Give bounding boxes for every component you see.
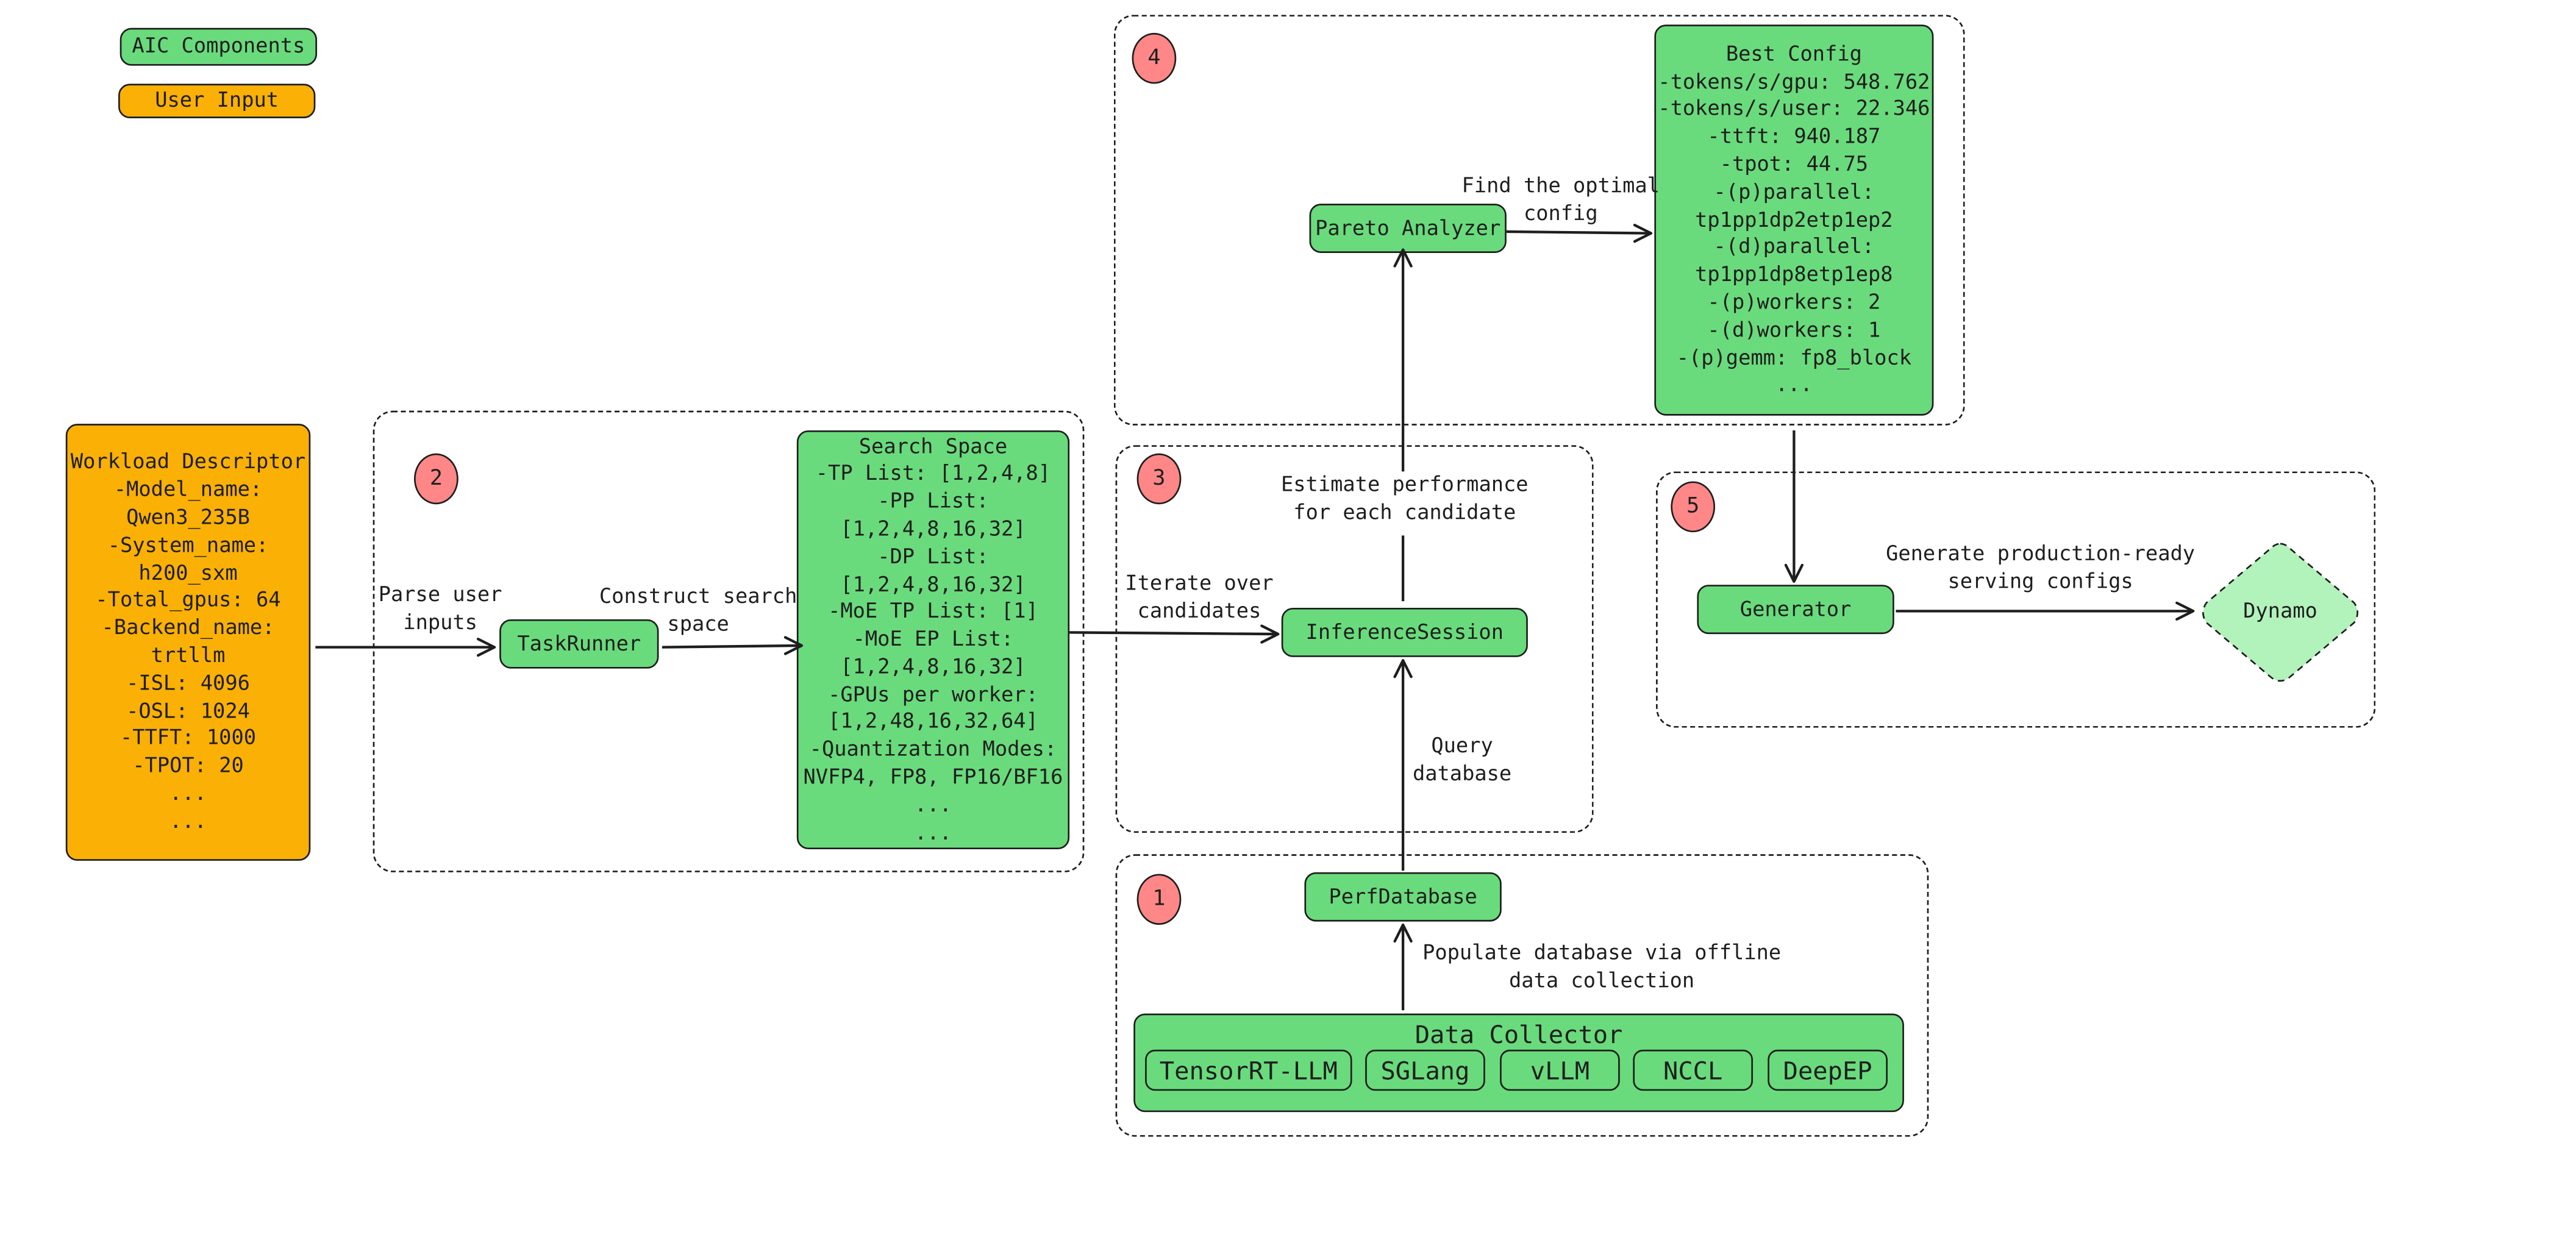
workload-descriptor-line: h200_sxm <box>138 559 238 585</box>
step-badge-3: 3 <box>1136 453 1182 505</box>
pareto-analyzer-node: Pareto Analyzer <box>1309 204 1507 253</box>
best-config-line: -(p)gemm: fp8_block <box>1676 344 1912 369</box>
task-runner-node: TaskRunner <box>499 619 659 669</box>
workload-descriptor-lines: Workload Descriptor-Model_name:Qwen3_235… <box>71 449 305 836</box>
arrow-pareto-analyzer-to-best-config <box>1506 223 1653 243</box>
group-pareto <box>1113 15 1965 426</box>
best-config-line: -(d)workers: 1 <box>1707 316 1881 341</box>
inference-session-node: InferenceSession <box>1281 607 1528 657</box>
dynamo-diamond <box>2202 543 2358 682</box>
best-config-line: -(p)workers: 2 <box>1707 289 1881 314</box>
workload-descriptor-line: -OSL: 1024 <box>126 697 250 722</box>
generator-node: Generator <box>1697 585 1894 635</box>
collector-item-tensorrt-llm: TensorRT-LLM <box>1145 1049 1352 1091</box>
best-config-line: Best Config <box>1725 40 1862 66</box>
search-space-line: -GPUs per worker: <box>828 681 1038 706</box>
best-config-line: -(p)parallel: <box>1713 179 1875 204</box>
collector-item-deepep: DeepEP <box>1768 1049 1888 1091</box>
arrow-data-collector-to-perf-database <box>1393 923 1413 1011</box>
search-space-line: ... <box>915 791 952 816</box>
step-badge-5: 5 <box>1671 481 1716 533</box>
search-space-line: ... <box>915 819 952 844</box>
group-generator <box>1656 471 2376 728</box>
search-space-line: [1,2,4,8,16,32] <box>840 571 1026 596</box>
workload-descriptor-line: -Model_name: <box>113 476 263 502</box>
best-config-line: -tokens/s/user: 22.346 <box>1658 96 1930 121</box>
group-inference <box>1115 445 1594 833</box>
collector-item-vllm: vLLM <box>1500 1049 1620 1091</box>
workload-descriptor-line: -TTFT: 1000 <box>120 725 257 750</box>
data-collector-title: Data Collector <box>1415 1020 1623 1050</box>
workload-descriptor-line: trtllm <box>151 642 226 667</box>
collector-item-sglang: SGLang <box>1365 1049 1485 1091</box>
best-config-line: -tokens/s/gpu: 548.762 <box>1658 68 1930 93</box>
best-config-line: -tpot: 44.75 <box>1719 151 1869 176</box>
collector-item-nccl: NCCL <box>1633 1049 1754 1091</box>
workload-descriptor-line: -Backend_name: <box>101 615 275 640</box>
perf-database-node: PerfDatabase <box>1304 872 1502 922</box>
search-space-line: -PP List: <box>877 488 989 513</box>
best-config-lines: Best Config-tokens/s/gpu: 548.762 -tokens… <box>1658 41 1930 399</box>
workload-descriptor-line: Qwen3_235B <box>126 504 250 529</box>
step-badge-1: 1 <box>1136 874 1182 925</box>
step-badge-4: 4 <box>1132 32 1177 84</box>
workload-descriptor-line: -TPOT: 20 <box>132 752 244 778</box>
search-space-line: -MoE TP List: [1] <box>828 598 1038 624</box>
search-space-line: NVFP4, FP8, FP16/BF16 <box>803 764 1063 789</box>
arrow-best-config-to-generator <box>1784 430 1804 583</box>
workload-descriptor-line: ... <box>169 808 207 833</box>
group-search-space <box>373 410 1085 872</box>
best-config-line: tp1pp1dp2etp1ep2 <box>1695 206 1893 231</box>
arrow-inference-session-to-pareto-analyzer <box>1393 248 1413 602</box>
search-space-lines: Search Space-TP List: [1,2,4,8] -PP List:… <box>804 433 1063 847</box>
search-space-box: Search Space-TP List: [1,2,4,8] -PP List:… <box>796 430 1070 850</box>
workload-descriptor-box: Workload Descriptor-Model_name:Qwen3_235… <box>65 424 311 861</box>
best-config-line: -ttft: 940.187 <box>1707 123 1881 149</box>
best-config-line: tp1pp1dp8etp1ep8 <box>1695 261 1893 287</box>
workload-descriptor-line: -System_name: <box>107 532 269 557</box>
workload-descriptor-line: -Total_gpus: 64 <box>95 587 281 612</box>
arrow-perf-database-to-inference-session <box>1393 659 1413 871</box>
best-config-box: Best Config-tokens/s/gpu: 548.762 -tokens… <box>1654 24 1934 416</box>
search-space-line: -DP List: <box>877 543 989 568</box>
search-space-line: -Quantization Modes: <box>809 736 1057 761</box>
arrow-search-space-to-inference-session <box>1069 624 1280 644</box>
arrow-generator-to-dynamo <box>1896 601 2195 621</box>
legend-user-input: User Input <box>118 84 316 119</box>
search-space-line: [1,2,4,8,16,32] <box>840 654 1026 679</box>
arrow-taskrunner-to-search-space <box>662 636 804 655</box>
search-space-line: [1,2,4,8,16,32] <box>840 515 1026 541</box>
search-space-line: [1,2,48,16,32,64] <box>828 708 1038 734</box>
group-data-collection <box>1115 854 1929 1137</box>
search-space-line: -MoE EP List: <box>852 626 1014 651</box>
workload-descriptor-line: ... <box>169 780 207 805</box>
dynamo-label: Dynamo <box>2243 597 2317 623</box>
best-config-line: -(d)parallel: <box>1713 233 1875 259</box>
step-badge-2: 2 <box>414 453 458 505</box>
search-space-line: -TP List: [1,2,4,8] <box>815 460 1051 485</box>
best-config-line: ... <box>1775 371 1813 397</box>
arrow-workload-to-taskrunner <box>315 638 496 657</box>
search-space-line: Search Space <box>858 433 1008 458</box>
workload-descriptor-line: -ISL: 4096 <box>126 669 250 695</box>
legend-aic-components: AIC Components <box>120 27 318 66</box>
workload-descriptor-line: Workload Descriptor <box>70 449 306 474</box>
